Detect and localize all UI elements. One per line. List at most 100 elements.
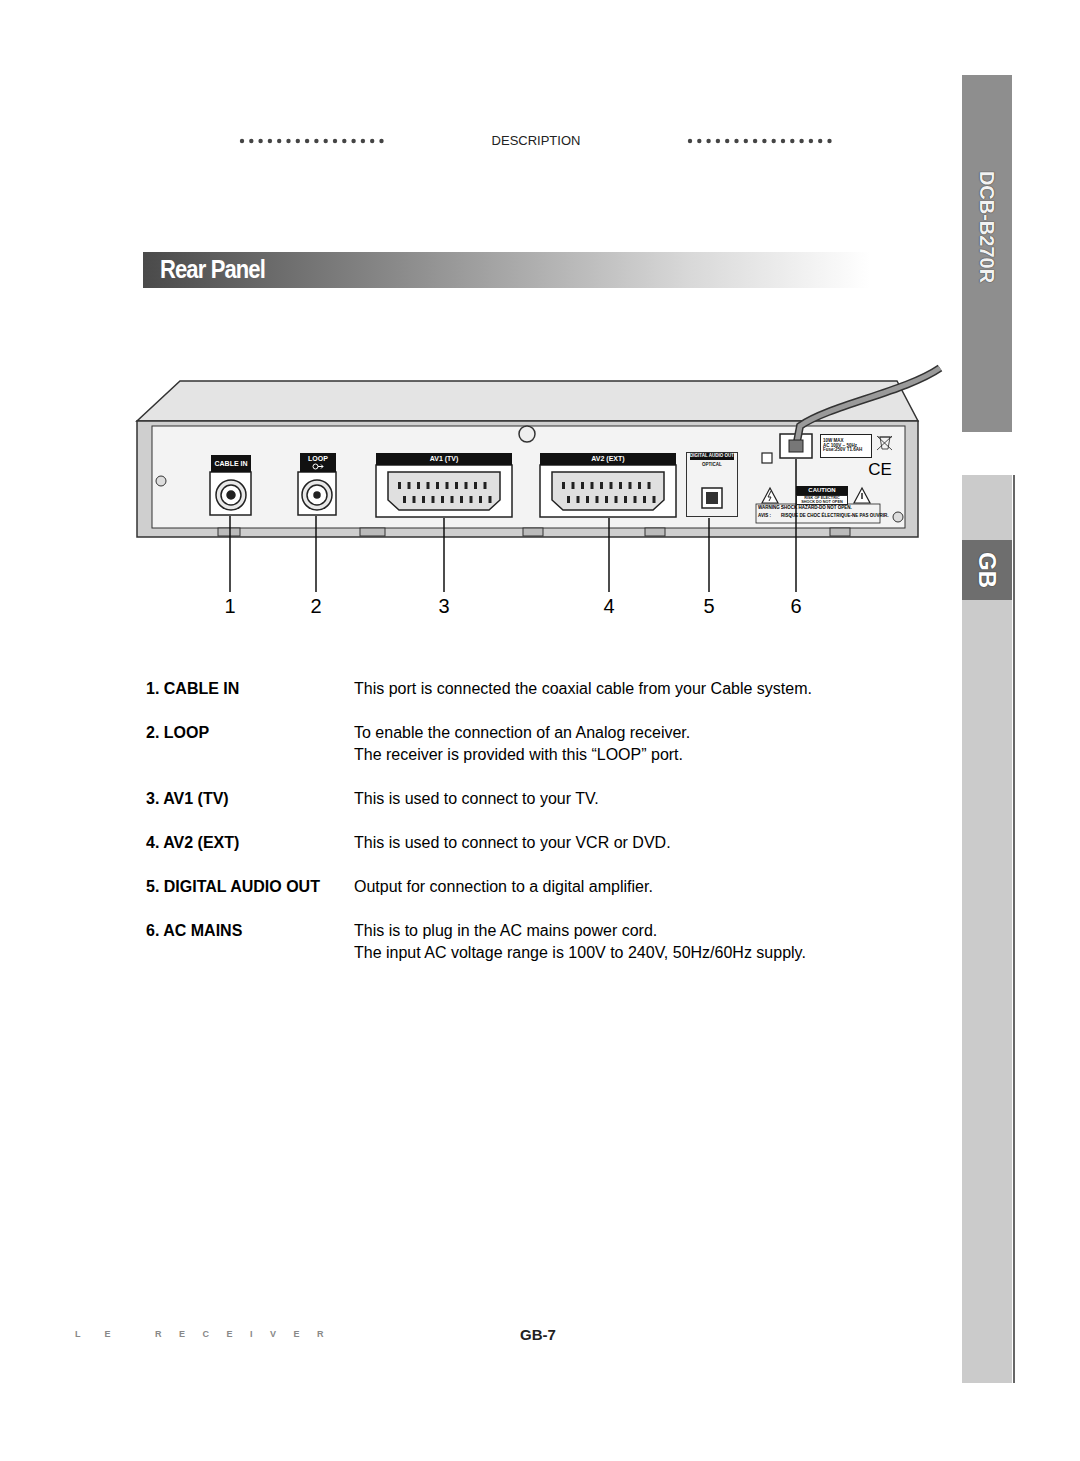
label-text: CAUTION [808,487,835,494]
item-description: The receiver is provided with this “LOOP… [354,746,683,764]
scart-pin [567,496,570,503]
foot [830,528,850,536]
scart-pin [432,496,435,503]
scart-pin [474,482,477,489]
item-name: 1. CABLE IN [146,680,239,698]
scart-pin [460,496,463,503]
scart-pin [562,482,565,489]
dot [240,139,244,143]
loop-icon [318,464,323,468]
callout-number: 5 [703,595,714,618]
dot [277,139,281,143]
callout-number: 2 [310,595,321,618]
dot [370,139,374,143]
dot [799,139,803,143]
label-text: AV2 (EXT) [591,455,624,463]
item-description: This is used to connect to your TV. [354,790,599,808]
optical-port [702,488,722,508]
item-description: This is to plug in the AC mains power co… [354,922,657,940]
dot [296,139,300,143]
dot [258,139,262,143]
foot [360,528,385,536]
dot [688,139,692,143]
side-column [962,75,1014,1383]
scart-pin [455,482,458,489]
loop-icon [312,463,324,470]
label-text: OPTICAL [690,462,734,469]
dot [706,139,710,143]
f-connector [227,491,235,499]
label-text: Fuse:250V T1.6AH [823,448,862,453]
scart-pin [398,482,401,489]
item-name: 5. DIGITAL AUDIO OUT [146,878,320,896]
language-tab: GB [962,540,1012,600]
scart-pin [489,496,492,503]
item-description: This port is connected the coaxial cable… [354,680,812,698]
side-line [1013,475,1015,1383]
item-name: 4. AV2 (EXT) [146,834,239,852]
side-strip [962,475,1012,1383]
foot [523,528,543,536]
heading-band: Rear Panel [143,252,870,288]
top-face [137,381,918,421]
f-connector [210,472,251,515]
scart-socket [388,472,500,510]
leader-lines [230,459,796,592]
loop-icon [313,464,318,469]
page-number: GB-7 [520,1326,556,1343]
f-connector [302,480,332,510]
item-name: 6. AC MAINS [146,922,242,940]
port-label-box: DIGITAL AUDIO OUTOPTICAL [686,452,738,517]
item-name: 3. AV1 (TV) [146,790,229,808]
f-connector [221,485,241,505]
foot [645,528,665,536]
optical-port [702,488,722,508]
warning-triangle [762,488,778,503]
warning-text: SHOCK HAZARD-DO NOT OPEN. [781,505,852,510]
dot [361,139,365,143]
callout-number: 6 [790,595,801,618]
dot [790,139,794,143]
warning-triangle [861,493,863,499]
scart-pin [596,496,599,503]
scart-pin [484,482,487,489]
leader-line [608,518,610,592]
scart-socket [540,465,676,517]
leader-line [708,518,710,592]
scart-socket [552,472,664,510]
item-description: Output for connection to a digital ampli… [354,878,653,896]
item-description: This is used to connect to your VCR or D… [354,834,671,852]
dot [333,139,337,143]
dot [351,139,355,143]
power-inlet [756,368,940,523]
dot [818,139,822,143]
scart-pin [648,482,651,489]
scart-pin [441,496,444,503]
scart-pin [572,482,575,489]
footer-text: RECEIVER [155,1329,341,1339]
leader-line [229,516,231,592]
switch [762,453,772,463]
dot [268,139,272,143]
side-tab [962,75,1012,432]
scart-pin [422,496,425,503]
scart-pin [446,482,449,489]
dot [734,139,738,143]
port-label: AV2 (EXT) [540,453,676,465]
scart-pin [403,496,406,503]
scart-pin [624,496,627,503]
scart-pin [638,482,641,489]
f-connector [216,480,246,510]
rating-box: 10W MAXAC 100V ~ 50HzFuse:250V T1.6AH [820,434,872,458]
dot [772,139,776,143]
scart-pin [600,482,603,489]
dot [324,139,328,143]
leader-line [795,459,797,592]
label-text: RISK OF ELECTRIC SHOCK DO NOT OPEN [800,496,844,504]
scart-pin [643,496,646,503]
footer-text: LE [75,1329,135,1339]
label-text: DCB-B270R [976,171,998,283]
scart-pin [413,496,416,503]
dot [744,139,748,143]
